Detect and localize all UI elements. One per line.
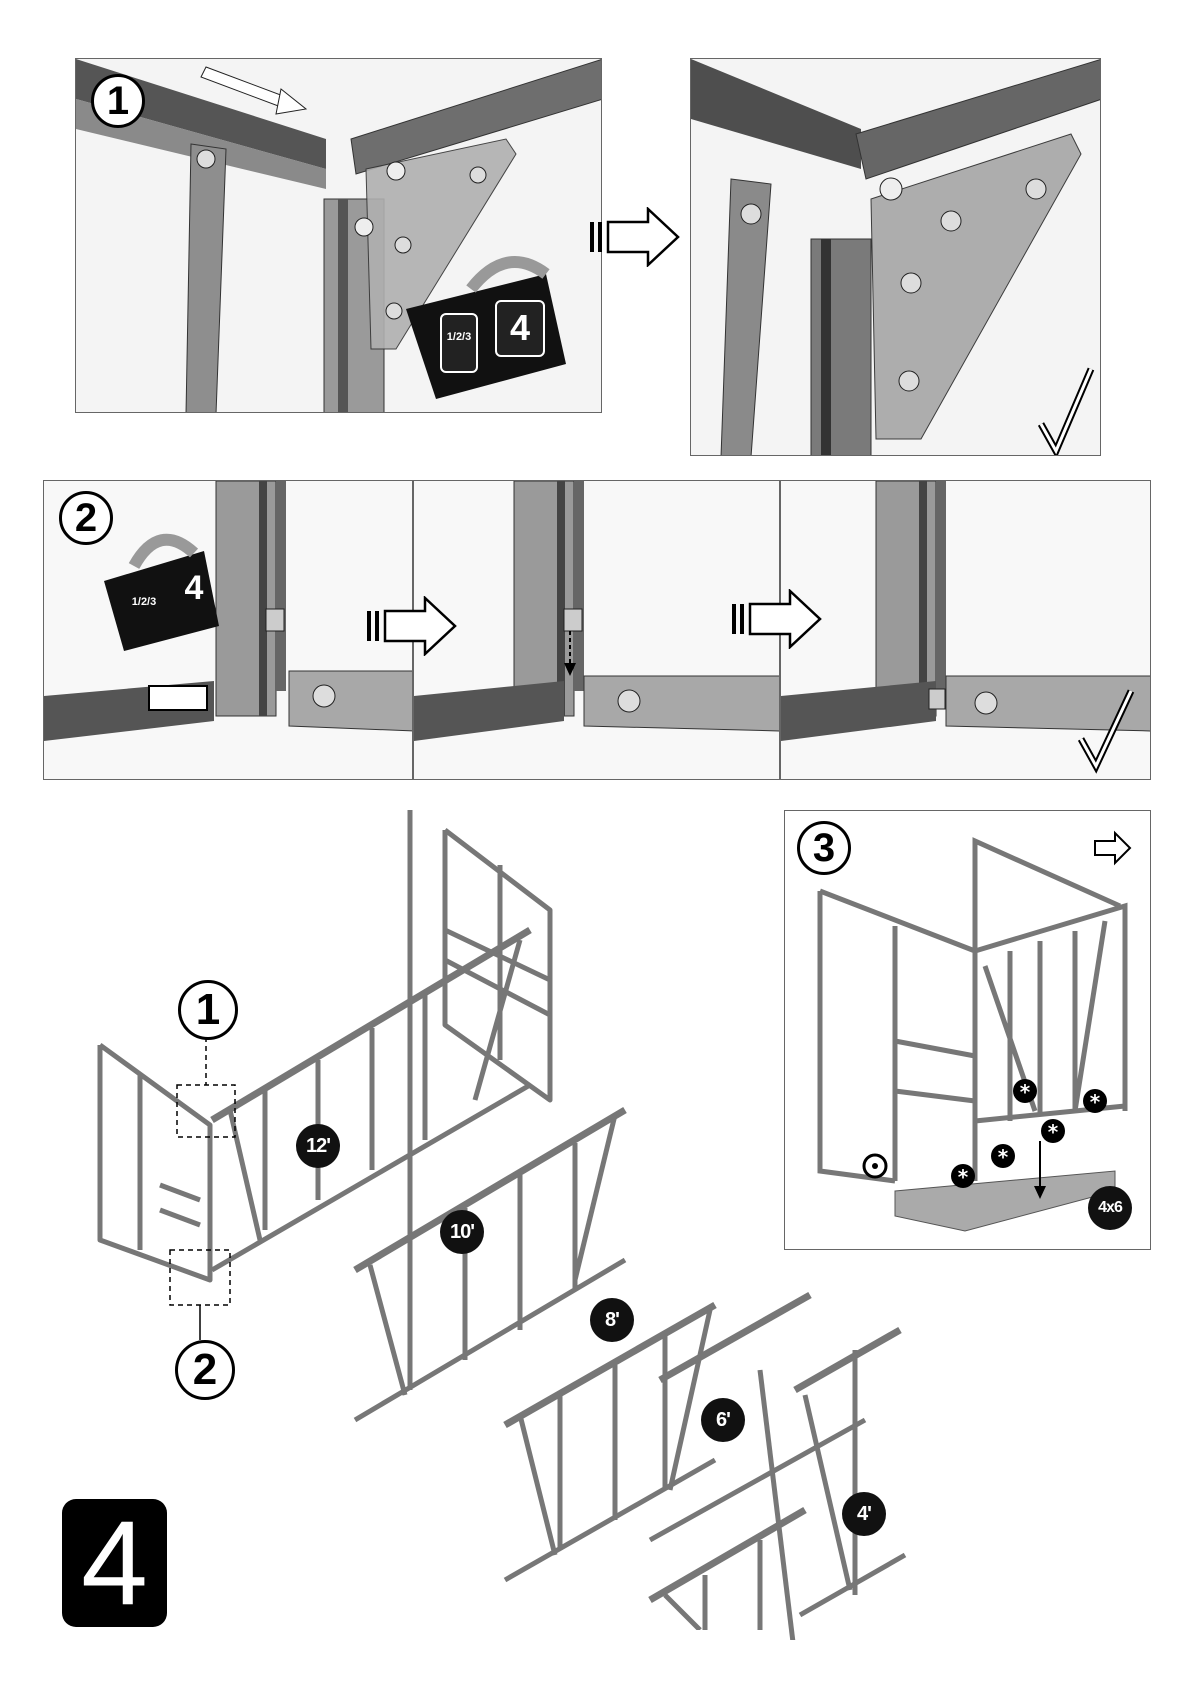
small-sections-diagram (640, 1280, 940, 1640)
page-number: 4 (62, 1499, 167, 1627)
book-right-label: 4 (174, 569, 214, 608)
book-left-label: 1/2/3 (126, 596, 162, 608)
section-12ft-badge: 12' (296, 1124, 340, 1168)
step-number: 1 (91, 74, 145, 128)
detail-callout-2: 2 (175, 1340, 235, 1400)
svg-text:*: * (1048, 1120, 1059, 1144)
book-right-label: 4 (496, 307, 544, 349)
step1-result-panel (690, 58, 1101, 456)
section-6ft-badge: 6' (701, 1398, 745, 1442)
section-8ft-badge: 8' (590, 1298, 634, 1342)
svg-text:*: * (1090, 1090, 1101, 1114)
step2-illustration-b (414, 481, 780, 780)
book-left-label: 1/2/3 (441, 331, 477, 343)
step1-detail-panel: 1 1/2/3 4 (75, 58, 602, 413)
step2-illustration-c (781, 481, 1151, 780)
next-arrow-icon (588, 207, 688, 267)
step1-illustration (76, 59, 602, 413)
svg-text:*: * (998, 1145, 1009, 1169)
step2-frame-b (413, 480, 780, 780)
step-number: 2 (59, 491, 113, 545)
step1-result-illustration (691, 59, 1101, 456)
next-arrow-icon (365, 596, 465, 656)
next-arrow-icon (730, 589, 830, 649)
section-4ft-badge: 4' (842, 1492, 886, 1536)
base-size-badge: 4x6 (1088, 1186, 1132, 1230)
svg-text:*: * (958, 1165, 969, 1189)
svg-text:*: * (1020, 1080, 1031, 1104)
detail-callout-1: 1 (178, 980, 238, 1040)
step2-frame-c (780, 480, 1151, 780)
section-10ft-badge: 10' (440, 1210, 484, 1254)
step2-frame-a: 2 1/2/3 4 (43, 480, 413, 780)
